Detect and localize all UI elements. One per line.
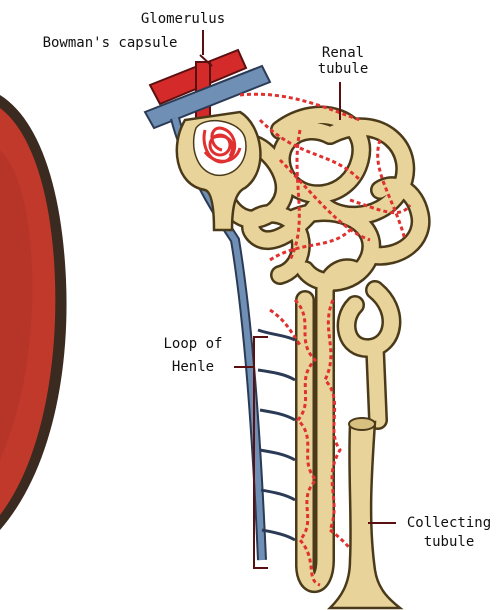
renal-tubule-label-line2: tubule	[318, 61, 369, 77]
bowmans-capsule-label: Bowman's capsule	[43, 35, 178, 51]
collecting-tubule-label-line2: tubule	[424, 534, 475, 550]
glomerulus-label: Glomerulus	[141, 11, 225, 27]
collecting-tubule-label-line1: Collecting	[407, 515, 491, 531]
kidney-section	[0, 95, 67, 530]
loop-of-henle-label-line2: Henle	[172, 359, 214, 375]
collecting-tubule-shape	[330, 418, 400, 608]
loop-of-henle-label-line1: Loop of	[163, 336, 222, 352]
renal-tubule-label-line1: Renal	[322, 45, 364, 61]
